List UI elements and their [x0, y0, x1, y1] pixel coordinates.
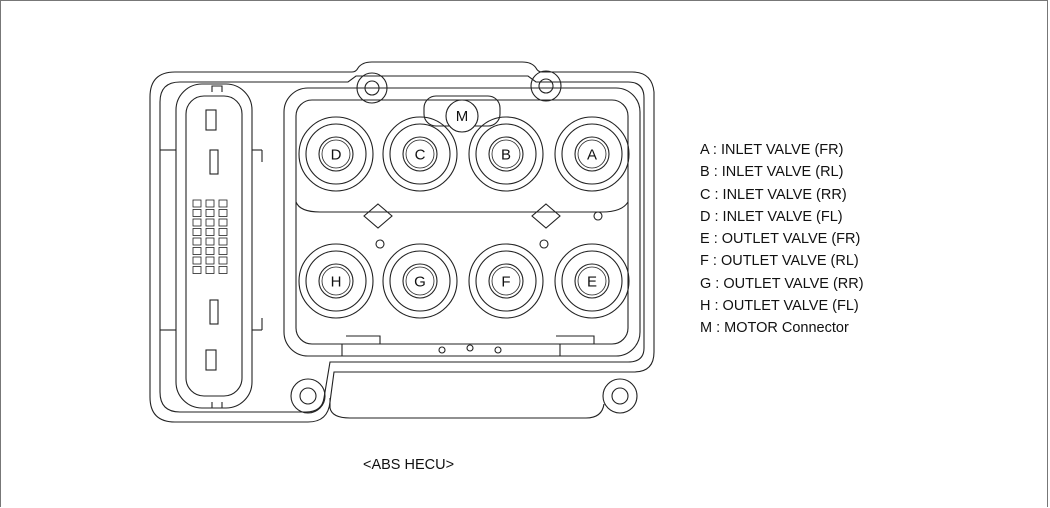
connector-pin: [192, 209, 202, 217]
legend-item-h: H : OUTLET VALVE (FL): [700, 298, 859, 315]
mount-boss-bottom-right: [602, 378, 638, 414]
ecu-connector: [175, 83, 253, 409]
outlet-valve-h: H: [298, 243, 374, 319]
connector-pin: [218, 247, 228, 255]
connector-pin: [218, 266, 228, 274]
connector-pin: [218, 228, 228, 236]
legend-item-b: B : INLET VALVE (RL): [700, 164, 844, 181]
connector-pin: [192, 237, 202, 246]
connector-pin: [218, 256, 228, 265]
legend-item-e: E : OUTLET VALVE (FR): [700, 231, 861, 248]
mount-boss-top-right: [530, 70, 562, 102]
legend-item-f: F : OUTLET VALVE (RL): [700, 253, 859, 270]
outlet-valve-label: E: [587, 274, 597, 291]
legend-item-a: A : INLET VALVE (FR): [700, 142, 844, 158]
connector-pin: [192, 218, 202, 227]
diagram-caption: <ABS HECU>: [363, 457, 455, 473]
valve-block: [283, 87, 641, 357]
connector-pin: [205, 218, 215, 227]
connector-pin: [218, 218, 228, 227]
connector-pin: [205, 266, 215, 274]
inlet-valve-d: D: [298, 116, 374, 192]
mount-boss-bottom-left: [290, 378, 326, 414]
motor-label: M: [456, 108, 469, 125]
outlet-valve-label: F: [501, 274, 510, 291]
legend-item-g: G : OUTLET VALVE (RR): [700, 275, 864, 292]
connector-pins: [192, 199, 228, 274]
inlet-valve-label: B: [501, 147, 511, 164]
connector-pin: [218, 237, 228, 246]
connector-pin: [192, 247, 202, 255]
connector-pin: [218, 209, 228, 217]
connector-pin: [205, 199, 215, 208]
outlet-valve-g: G: [382, 243, 458, 319]
legend-item-d: D : INLET VALVE (FL): [700, 208, 843, 225]
connector-pin: [205, 209, 215, 217]
connector-pin: [192, 199, 202, 208]
legend-list: A : INLET VALVE (FR) B : INLET VALVE (RL…: [700, 139, 864, 340]
connector-pin: [205, 237, 215, 246]
legend-item-c: C : INLET VALVE (RR): [700, 186, 847, 203]
inlet-valve-c: C: [382, 116, 458, 192]
connector-pin: [205, 256, 215, 265]
connector-pin: [218, 199, 228, 208]
outlet-valve-label: G: [414, 274, 426, 291]
housing-outline: [149, 61, 655, 423]
diamond-right: [531, 203, 561, 229]
inlet-valve-a: A: [554, 116, 630, 192]
inlet-valve-label: A: [587, 147, 597, 164]
inlet-valve-label: C: [415, 147, 426, 164]
connector-pin: [192, 256, 202, 265]
outlet-valve-e: E: [554, 243, 630, 319]
legend-item-m: M : MOTOR Connector: [700, 320, 849, 337]
mount-boss-top-left: [356, 72, 388, 104]
outlet-valve-label: H: [331, 274, 342, 291]
outlet-valve-f: F: [468, 243, 544, 319]
connector-pin: [192, 266, 202, 274]
inlet-valve-label: D: [331, 147, 342, 164]
inlet-valve-b: B: [468, 116, 544, 192]
motor-connector: M: [445, 99, 479, 133]
diamond-left: [363, 203, 393, 229]
connector-pin: [205, 247, 215, 255]
connector-pin: [192, 228, 202, 236]
connector-pin: [205, 228, 215, 236]
